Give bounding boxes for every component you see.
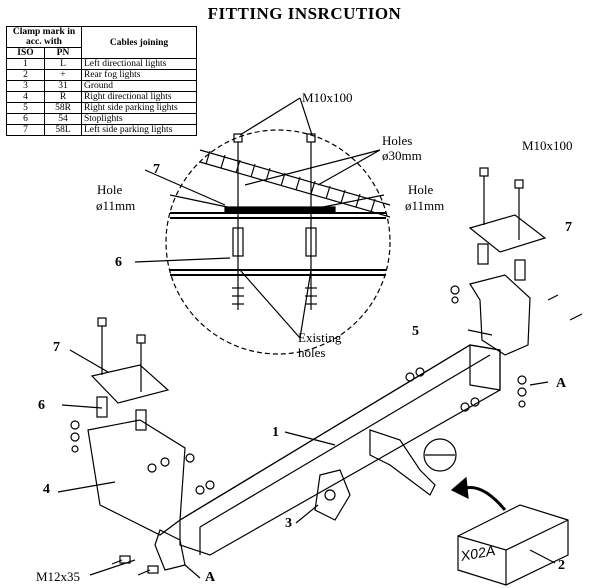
callout-1: 1 [272,425,279,440]
callout-5: 5 [412,324,419,339]
callout-a-right: A [556,376,567,391]
callout-3: 3 [285,516,292,531]
existing-holes-label: holes [298,345,326,360]
detail-beam [199,149,391,218]
callout-6-left: 6 [38,398,45,413]
cable-table: Clamp mark in acc. with Cables joining I… [6,26,197,136]
detail-circle [165,129,391,355]
right-bracket [450,167,583,408]
existing-label: Existing [298,330,342,345]
hole-right-label: Hole [408,182,434,197]
callout-6-circle: 6 [115,255,122,270]
page-title: FITTING INSRCUTION [207,4,402,23]
table-row: 2+Rear fog lights [6,69,197,81]
detail-rail [170,212,386,276]
callout-a-bottom: A [205,570,216,585]
detail-bolt-right [305,133,317,310]
left-bracket [70,317,215,576]
ecu-box [457,504,569,586]
m10-label-top: M10x100 [302,90,353,105]
hole-left-label: Hole [97,182,123,197]
hole-left-size: ø11mm [96,198,136,213]
callout-2: 2 [558,558,565,573]
callout-4: 4 [43,482,50,497]
callout-7-left: 7 [53,340,60,355]
hole-right-size: ø11mm [405,198,445,213]
tow-bar [179,344,501,556]
callout-7-right: 7 [565,220,572,235]
callout-7-circle: 7 [153,162,160,177]
cell-pn: 58L [43,124,83,136]
holes-size-label: ø30mm [382,148,422,163]
tow-ball [314,429,457,521]
cell-desc: Left side parking lights [81,124,197,136]
holes-label: Holes [382,133,413,148]
m10-label-right: M10x100 [522,138,573,153]
detail-bolt-left [232,133,244,310]
m12-label: M12x35 [36,569,81,584]
